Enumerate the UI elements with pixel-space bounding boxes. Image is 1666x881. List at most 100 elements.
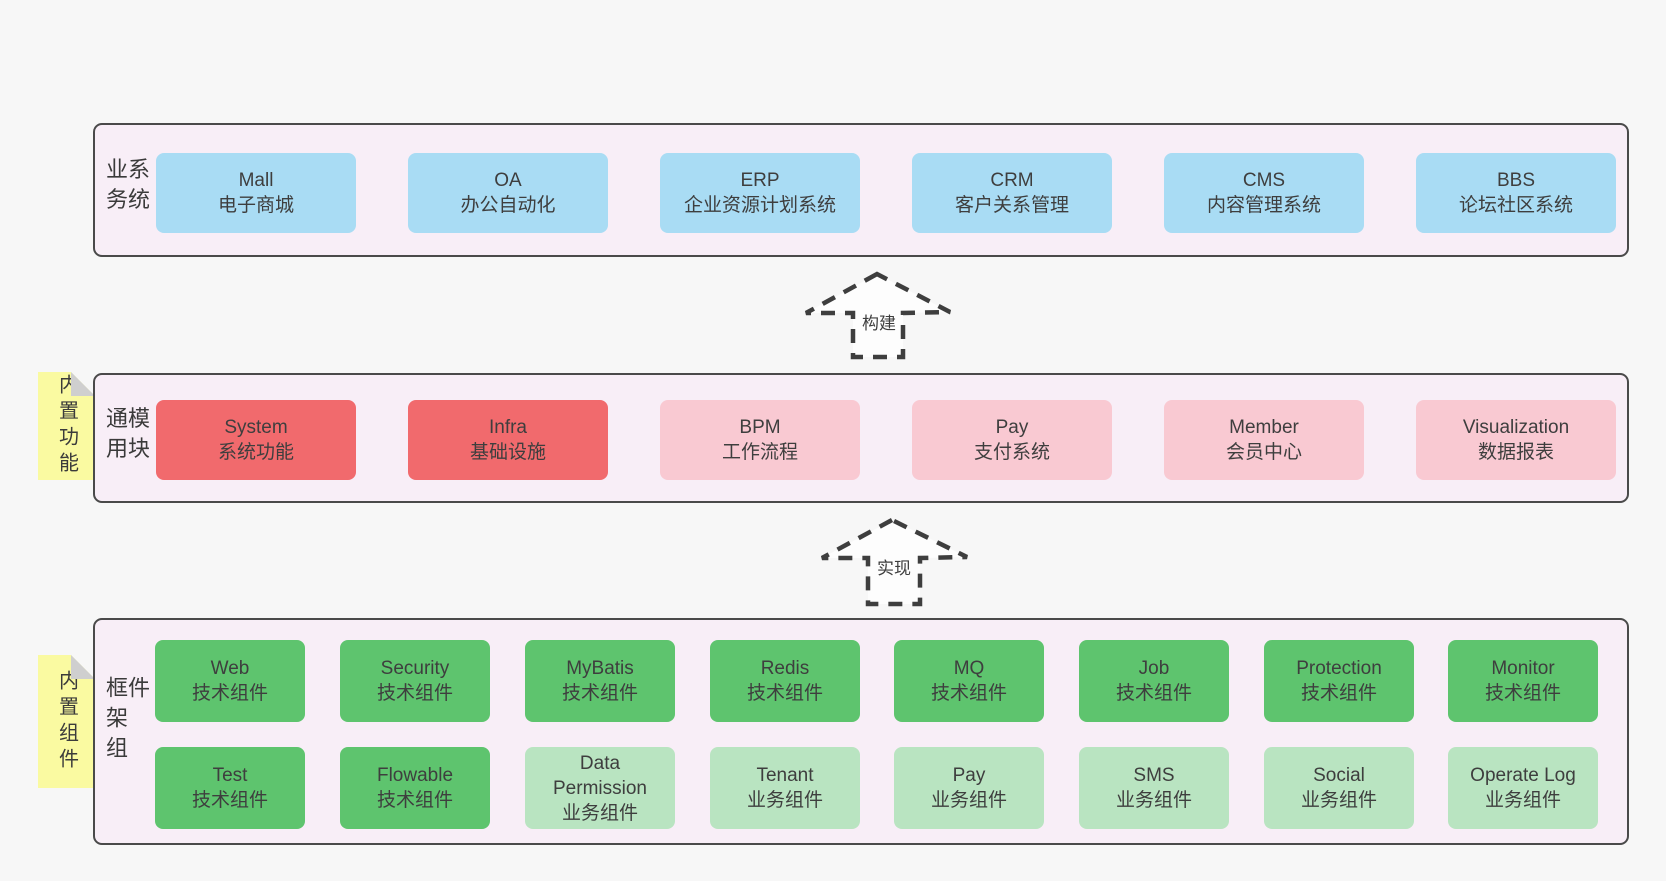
node-name: BBS — [1496, 170, 1536, 191]
node-mall: Mall 电子商城 — [156, 153, 356, 233]
node-desc: 技术组件 — [191, 790, 268, 811]
note-builtin-features: 内置功能 — [38, 372, 95, 480]
node-desc: 技术组件 — [746, 683, 823, 704]
note-builtin-components-text: 内置组件 — [55, 669, 78, 774]
node-desc: 业务组件 — [1484, 790, 1561, 811]
node-desc: 支付系统 — [973, 442, 1050, 463]
node-desc: 内容管理系统 — [1206, 195, 1321, 216]
node-name: Pay — [995, 417, 1029, 438]
node-name: Redis — [760, 658, 810, 679]
node-infra: Infra 基础设施 — [408, 400, 608, 480]
node-name: CRM — [990, 170, 1034, 191]
node-name: ERP — [740, 170, 780, 191]
node-desc: 技术组件 — [191, 683, 268, 704]
node-name: Security — [380, 658, 450, 679]
node-name: Job — [1138, 658, 1170, 679]
node-desc: 工作流程 — [721, 442, 798, 463]
node-name: Social — [1313, 765, 1365, 786]
node-name: CMS — [1242, 170, 1286, 191]
layer-business-systems-label: 业务系统 — [103, 157, 150, 218]
node-name: Monitor — [1491, 658, 1555, 679]
node-name: Operate Log — [1470, 765, 1576, 786]
node-name: MyBatis — [566, 658, 634, 679]
node-security: Security 技术组件 — [340, 640, 490, 722]
node-monitor: Monitor 技术组件 — [1448, 640, 1598, 722]
node-desc: 技术组件 — [930, 683, 1007, 704]
node-desc: 技术组件 — [376, 683, 453, 704]
node-desc: 技术组件 — [1115, 683, 1192, 704]
note-builtin-features-text: 内置功能 — [55, 374, 78, 478]
note-fold-icon — [71, 372, 95, 396]
implement-arrow: 实现 — [820, 517, 968, 607]
node-bbs: BBS 论坛社区系统 — [1416, 153, 1616, 233]
node-desc: 论坛社区系统 — [1458, 195, 1573, 216]
build-arrow-label: 构建 — [862, 314, 896, 333]
node-desc: 技术组件 — [561, 683, 638, 704]
node-test: Test 技术组件 — [155, 747, 305, 829]
node-name: BPM — [739, 417, 781, 438]
layer-business-systems: 业务系统 Mall 电子商城 OA 办公自动化 ERP 企业资源计划系统 CRM… — [93, 123, 1629, 257]
node-pay-module: Pay 支付系统 — [912, 400, 1112, 480]
implement-arrow-shape — [820, 517, 968, 607]
node-visualization: Visualization 数据报表 — [1416, 400, 1616, 480]
node-web: Web 技术组件 — [155, 640, 305, 722]
node-desc: 业务组件 — [1115, 790, 1192, 811]
node-name: OA — [494, 170, 522, 191]
node-name: SMS — [1133, 765, 1175, 786]
node-name: Flowable — [376, 765, 454, 786]
node-flowable: Flowable 技术组件 — [340, 747, 490, 829]
node-name: Pay — [952, 765, 986, 786]
node-pay-component: Pay 业务组件 — [894, 747, 1044, 829]
node-name: Protection — [1296, 658, 1382, 679]
node-desc: 业务组件 — [1300, 790, 1377, 811]
node-name: Infra — [488, 417, 528, 438]
node-cms: CMS 内容管理系统 — [1164, 153, 1364, 233]
node-name: Data Permission — [553, 752, 647, 799]
node-desc: 系统功能 — [217, 442, 294, 463]
node-name: Visualization — [1462, 417, 1570, 438]
note-builtin-components: 内置组件 — [38, 655, 95, 788]
node-name: Member — [1229, 417, 1299, 438]
node-mybatis: MyBatis 技术组件 — [525, 640, 675, 722]
node-desc: 客户关系管理 — [954, 195, 1069, 216]
node-desc: 办公自动化 — [460, 195, 556, 216]
node-desc: 数据报表 — [1477, 442, 1554, 463]
layer-common-modules-label: 通用模块 — [103, 406, 150, 467]
node-desc: 电子商城 — [217, 195, 294, 216]
node-crm: CRM 客户关系管理 — [912, 153, 1112, 233]
node-protection: Protection 技术组件 — [1264, 640, 1414, 722]
node-social: Social 业务组件 — [1264, 747, 1414, 829]
node-data-permission: Data Permission 业务组件 — [525, 747, 675, 829]
node-name: System — [224, 417, 288, 438]
build-arrow: 构建 — [804, 271, 952, 360]
node-member: Member 会员中心 — [1164, 400, 1364, 480]
node-desc: 技术组件 — [1300, 683, 1377, 704]
node-desc: 技术组件 — [376, 790, 453, 811]
node-mq: MQ 技术组件 — [894, 640, 1044, 722]
node-tenant: Tenant 业务组件 — [710, 747, 860, 829]
layer-framework-components: 框架组件 Web 技术组件 Security 技术组件 MyBatis 技术组件… — [93, 618, 1629, 845]
node-desc: 企业资源计划系统 — [683, 195, 836, 216]
node-name: MQ — [953, 658, 985, 679]
node-bpm: BPM 工作流程 — [660, 400, 860, 480]
node-name: Tenant — [756, 765, 814, 786]
node-sms: SMS 业务组件 — [1079, 747, 1229, 829]
node-desc: 业务组件 — [746, 790, 823, 811]
node-desc: 技术组件 — [1484, 683, 1561, 704]
note-fold-icon — [71, 655, 95, 679]
node-erp: ERP 企业资源计划系统 — [660, 153, 860, 233]
node-oa: OA 办公自动化 — [408, 153, 608, 233]
implement-arrow-label: 实现 — [877, 559, 911, 578]
node-name: Test — [212, 765, 248, 786]
node-operate-log: Operate Log 业务组件 — [1448, 747, 1598, 829]
node-desc: 会员中心 — [1225, 442, 1302, 463]
layer-framework-components-label: 框架组件 — [103, 675, 150, 766]
node-redis: Redis 技术组件 — [710, 640, 860, 722]
node-desc: 业务组件 — [561, 802, 638, 824]
node-desc: 基础设施 — [469, 442, 546, 463]
layer-common-modules: 通用模块 System 系统功能 Infra 基础设施 BPM 工作流程 Pay… — [93, 373, 1629, 503]
node-system: System 系统功能 — [156, 400, 356, 480]
node-name: Mall — [238, 170, 274, 191]
node-name: Web — [210, 658, 250, 679]
